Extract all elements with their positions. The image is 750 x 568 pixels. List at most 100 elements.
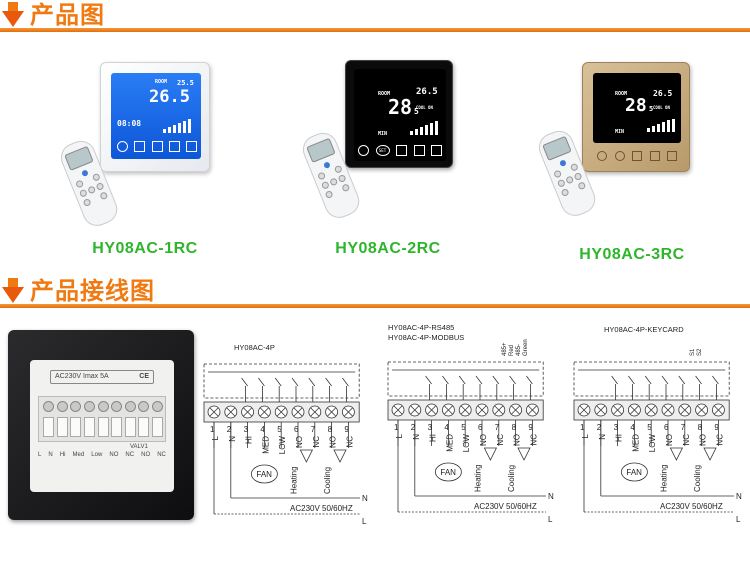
fan-motor xyxy=(621,462,648,482)
lcd-screen: ROOM 28 5 26.5 COOL ON MIN xyxy=(593,73,681,143)
wire-label: LOW xyxy=(648,434,657,453)
up-button[interactable] xyxy=(186,141,197,152)
terminal-label: L xyxy=(38,452,42,458)
relay-switch xyxy=(291,377,299,387)
down-arrow-icon xyxy=(2,2,24,27)
heating-valve xyxy=(299,449,314,463)
power-button[interactable] xyxy=(358,145,369,156)
line-n-label: N xyxy=(736,492,742,501)
screw-slot xyxy=(393,405,403,415)
relay-switch xyxy=(492,375,500,385)
mode-button[interactable] xyxy=(151,141,163,152)
terminal-number: 8 xyxy=(512,423,517,432)
terminal-slots xyxy=(43,417,163,439)
terminal-label: Hi xyxy=(59,452,66,458)
wire-label: NO xyxy=(329,436,338,448)
product-model-label: HY08AC-3RC xyxy=(579,246,685,263)
power-button[interactable] xyxy=(597,151,607,161)
wire-label: NC xyxy=(529,434,538,446)
wire-label: L xyxy=(581,433,590,438)
down-button[interactable] xyxy=(168,141,180,152)
relay-enclosure xyxy=(387,361,544,397)
fan-label: FAN xyxy=(440,468,456,477)
thermostat-panel-gold: ROOM 28 5 26.5 COOL ON MIN xyxy=(582,62,690,172)
screw-slot xyxy=(310,407,320,417)
wire-label: LOW xyxy=(462,434,471,453)
up-button[interactable] xyxy=(431,145,442,156)
wire-label: N xyxy=(412,434,421,440)
cooling-label: Cooling xyxy=(693,465,702,492)
up-button[interactable] xyxy=(667,151,677,161)
thermostat-panel-white: ROOM 26.5 25.5 08:08 xyxy=(100,62,210,172)
wire-label: NO xyxy=(699,434,708,446)
screw-slot xyxy=(596,405,606,415)
lcd-room-temp: 26.5 xyxy=(416,87,438,97)
terminal-number: 9 xyxy=(528,423,533,432)
relay-switch xyxy=(509,375,516,385)
set-button[interactable] xyxy=(614,151,625,161)
products-section-title: 产品图 xyxy=(30,0,105,29)
product-model-label: HY08AC-1RC xyxy=(92,240,198,257)
terminal-label: NO xyxy=(141,452,151,458)
down-button[interactable] xyxy=(413,145,425,156)
relay-switch xyxy=(611,375,618,385)
heating-valve xyxy=(669,447,684,461)
diagram-title: HY08AC-4P xyxy=(234,343,275,352)
wire-label: NO xyxy=(513,434,522,446)
fan-button[interactable] xyxy=(134,141,146,152)
relay-switch xyxy=(241,377,248,387)
terminal-number: 2 xyxy=(411,423,416,432)
cooling-label: Cooling xyxy=(323,467,332,494)
terminal-screw xyxy=(97,401,109,412)
lcd-set-decimal: 5 xyxy=(649,105,654,113)
terminal-screws xyxy=(43,401,163,415)
product-card-1: ROOM 26.5 25.5 08:08 xyxy=(0,0,250,270)
down-button[interactable] xyxy=(649,151,660,161)
relay-switch xyxy=(712,375,719,385)
screw-slot xyxy=(494,405,504,415)
lcd-set-temp: 26.5 xyxy=(149,87,190,107)
diagram-title: HY08AC-4P-RS485 xyxy=(388,323,454,332)
diagram-title: HY08AC-4P-KEYCARD xyxy=(604,325,684,334)
down-arrow-icon xyxy=(2,278,24,303)
screw-slot xyxy=(680,405,690,415)
line-n-label: N xyxy=(362,494,368,503)
screw-slot xyxy=(477,405,487,415)
heating-valve xyxy=(483,447,498,461)
terminal-slot xyxy=(56,417,68,437)
rating-plate: AC230V Imax 5A CE xyxy=(50,370,154,384)
screw-slot xyxy=(344,407,353,417)
fan-label: FAN xyxy=(626,468,642,477)
fan-speed-bars xyxy=(647,119,675,132)
terminal-number: 2 xyxy=(597,423,602,432)
screw-slot xyxy=(697,405,706,415)
power-button[interactable] xyxy=(117,141,128,152)
terminal-label: NC xyxy=(157,452,166,458)
fan-button[interactable] xyxy=(632,151,642,161)
line-l-label: L xyxy=(362,517,367,526)
wire-label: N xyxy=(228,436,237,442)
set-button[interactable]: SET xyxy=(375,145,390,156)
screw-slot xyxy=(293,407,303,417)
terminal-block xyxy=(38,396,166,442)
cooling-valve xyxy=(333,449,347,463)
touch-buttons xyxy=(597,151,677,163)
wire-label: MED xyxy=(261,436,270,454)
terminal-number: 1 xyxy=(580,423,585,432)
extra-terminal-label: 485- xyxy=(516,344,522,356)
fan-motor xyxy=(435,462,462,482)
relay-switch xyxy=(475,375,483,385)
relay-switch xyxy=(661,375,669,385)
line-n-label: N xyxy=(548,492,554,501)
relay-switch xyxy=(678,375,686,385)
wire-label: NC xyxy=(682,434,691,446)
relay-enclosure xyxy=(203,363,360,399)
fan-button[interactable] xyxy=(396,145,407,156)
extra-terminal-label: S1 xyxy=(690,348,696,356)
extra-terminal-label: Green xyxy=(523,339,529,356)
screw-slot xyxy=(646,405,656,415)
